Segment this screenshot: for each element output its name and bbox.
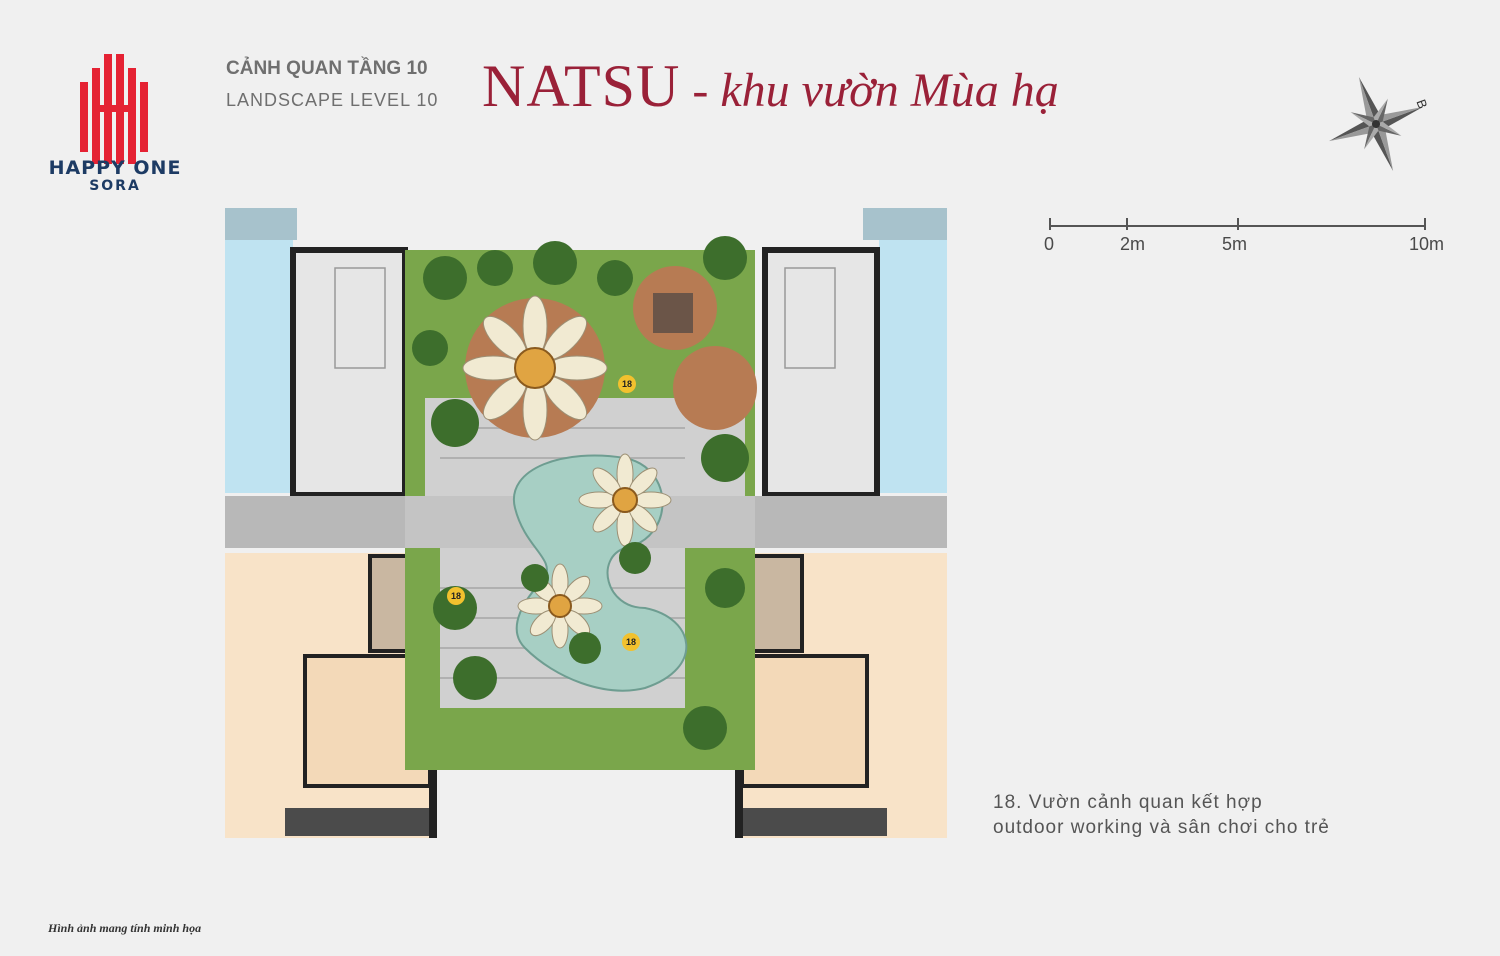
title-main: NATSU bbox=[482, 53, 681, 119]
legend-line-2: outdoor working và sân chơi cho trẻ bbox=[993, 817, 1330, 838]
title-rest: - khu vườn Mùa hạ bbox=[680, 64, 1059, 117]
compass-label: B bbox=[1413, 97, 1430, 110]
subtitle-english: LANDSCAPE LEVEL 10 bbox=[226, 90, 439, 110]
brand-name: HAPPY ONE bbox=[48, 157, 182, 179]
scale-label-2m: 2m bbox=[1120, 234, 1146, 254]
scale-label-0: 0 bbox=[1044, 234, 1055, 254]
page-title: NATSU - khu vườn Mùa hạ bbox=[482, 52, 1059, 121]
compass-icon: B bbox=[1329, 77, 1430, 171]
scale-label-5m: 5m bbox=[1222, 234, 1248, 254]
brand-sub: SORA bbox=[89, 178, 141, 194]
legend-line-1: 18. Vườn cảnh quan kết hợp bbox=[993, 792, 1263, 813]
landscape-floor-plan: 18 18 18 bbox=[225, 208, 947, 838]
subtitle-vietnamese: CẢNH QUAN TẦNG 10 bbox=[226, 58, 428, 79]
footer-note: Hình ảnh mang tính minh họa bbox=[48, 921, 202, 935]
scale-label-10m: 10m bbox=[1409, 234, 1445, 254]
marker-18-a: 18 bbox=[622, 379, 632, 389]
marker-18-b: 18 bbox=[451, 591, 461, 601]
scale-bar: 0 2m 5m 10m bbox=[1040, 210, 1460, 260]
happy-one-sora-logo bbox=[80, 54, 148, 164]
marker-18-c: 18 bbox=[626, 637, 636, 647]
